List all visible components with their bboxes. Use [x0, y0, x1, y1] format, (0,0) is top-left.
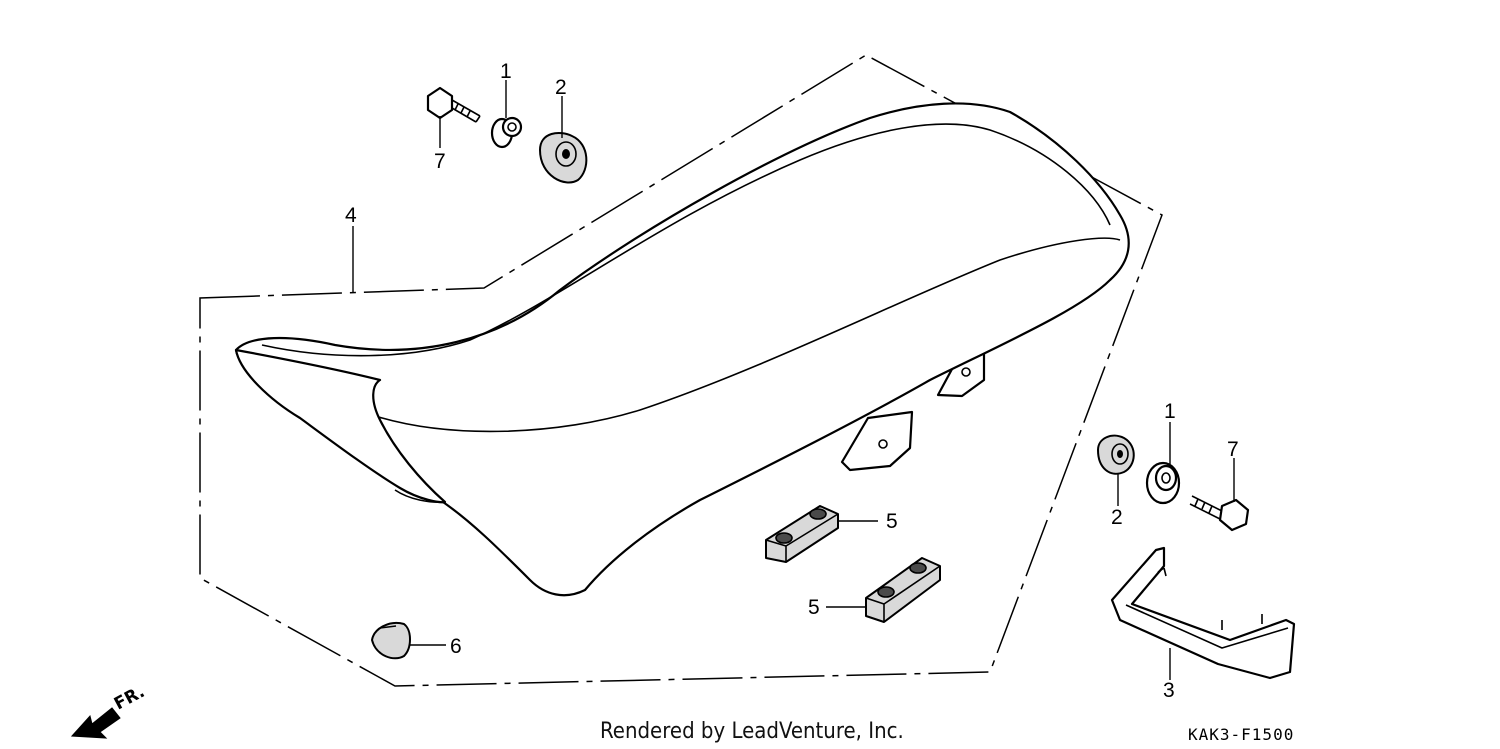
bolt-7-right	[1189, 495, 1250, 532]
callout-3: 3	[1163, 679, 1175, 702]
callout-6: 6	[450, 635, 462, 658]
callout-7-top: 7	[434, 150, 446, 173]
render-credit: Rendered by LeadVenture, Inc.	[600, 719, 904, 744]
callout-5-upper: 5	[886, 510, 898, 533]
grommet-2-right	[1097, 434, 1135, 475]
diagram-code: KAK3-F1500	[1188, 725, 1294, 744]
callout-4: 4	[345, 204, 357, 227]
callout-7-right: 7	[1227, 438, 1239, 461]
callout-2-top: 2	[555, 76, 567, 99]
collar-1-right	[1145, 461, 1181, 505]
seat-assembly	[234, 102, 1130, 597]
seat-front-scoop	[234, 348, 447, 504]
callout-1-top: 1	[500, 60, 512, 83]
seat-body	[234, 102, 1130, 597]
foam-pad-5-lower	[865, 557, 941, 623]
callout-1-right: 1	[1164, 400, 1176, 423]
callout-5-lower: 5	[808, 596, 820, 619]
clip-6	[371, 622, 411, 660]
direction-label: FR.	[111, 682, 148, 714]
collar-1-top	[490, 116, 523, 149]
front-direction-indicator: FR.	[70, 682, 148, 739]
grommet-2-top	[539, 132, 588, 184]
assembly-boundary	[199, 54, 1163, 687]
bolt-7-top	[426, 86, 481, 123]
seat-bracket-front	[840, 410, 914, 472]
trim-3	[1110, 546, 1296, 680]
arrow-down-left-icon	[70, 707, 121, 739]
foam-pad-5-upper	[765, 505, 839, 563]
callout-2-right: 2	[1111, 506, 1123, 529]
